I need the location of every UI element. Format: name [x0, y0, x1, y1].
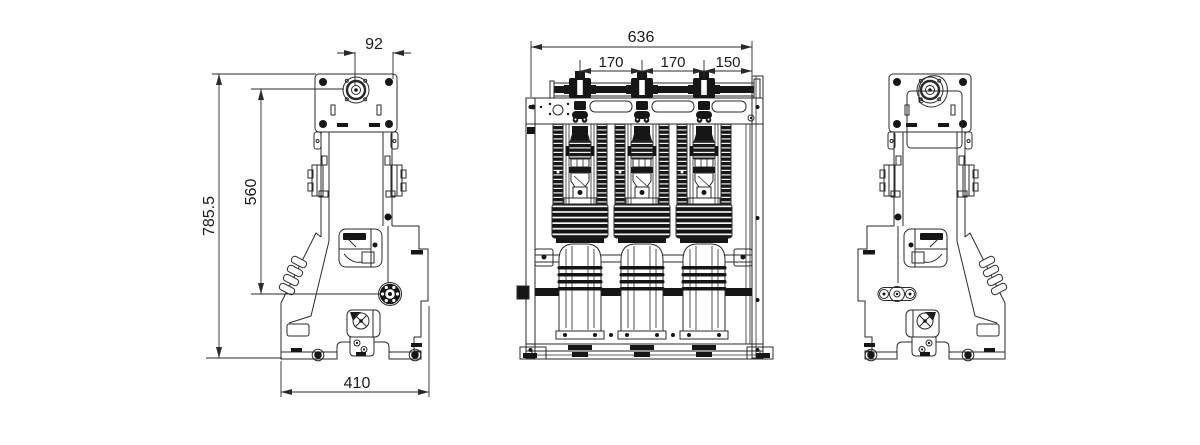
- dim-overall-height: [206, 73, 316, 359]
- front-view-dimensions: [530, 41, 753, 97]
- right-side-body: [856, 72, 1009, 363]
- left-side-view: 785.5 560 92 410: [201, 36, 430, 397]
- left-side-body: [277, 72, 430, 363]
- right-side-view: [856, 72, 1009, 363]
- shaft-mechanism-outline: [918, 75, 948, 108]
- dim-label-end-offset: 150: [715, 54, 740, 71]
- dim-label-base-width: 410: [344, 375, 371, 392]
- dim-label-pitch-b: 170: [660, 54, 685, 71]
- dim-base-width: [280, 306, 430, 397]
- right-rail: [745, 124, 751, 344]
- pole-c: [675, 70, 733, 358]
- pole-b: [613, 70, 671, 358]
- dim-boss-offset: [337, 50, 411, 86]
- rosette-coupling: [877, 286, 917, 302]
- dim-upper-height: [251, 88, 380, 295]
- dim-overall-width: [530, 41, 753, 97]
- front-view: 636 170 170 150: [516, 29, 774, 360]
- dim-pole-pitches: [579, 60, 752, 78]
- dim-label-overall-width: 636: [628, 29, 655, 46]
- dim-label-overall-height: 785.5: [201, 196, 218, 236]
- dim-label-upper-height: 560: [243, 179, 260, 206]
- side-plate-left: [516, 97, 536, 359]
- left-view-dimensions: [206, 50, 430, 397]
- dim-label-boss-offset: 92: [365, 36, 383, 53]
- dim-label-pitch-a: 170: [598, 54, 623, 71]
- interlock-port: [378, 282, 402, 306]
- inner-panel: [906, 90, 963, 149]
